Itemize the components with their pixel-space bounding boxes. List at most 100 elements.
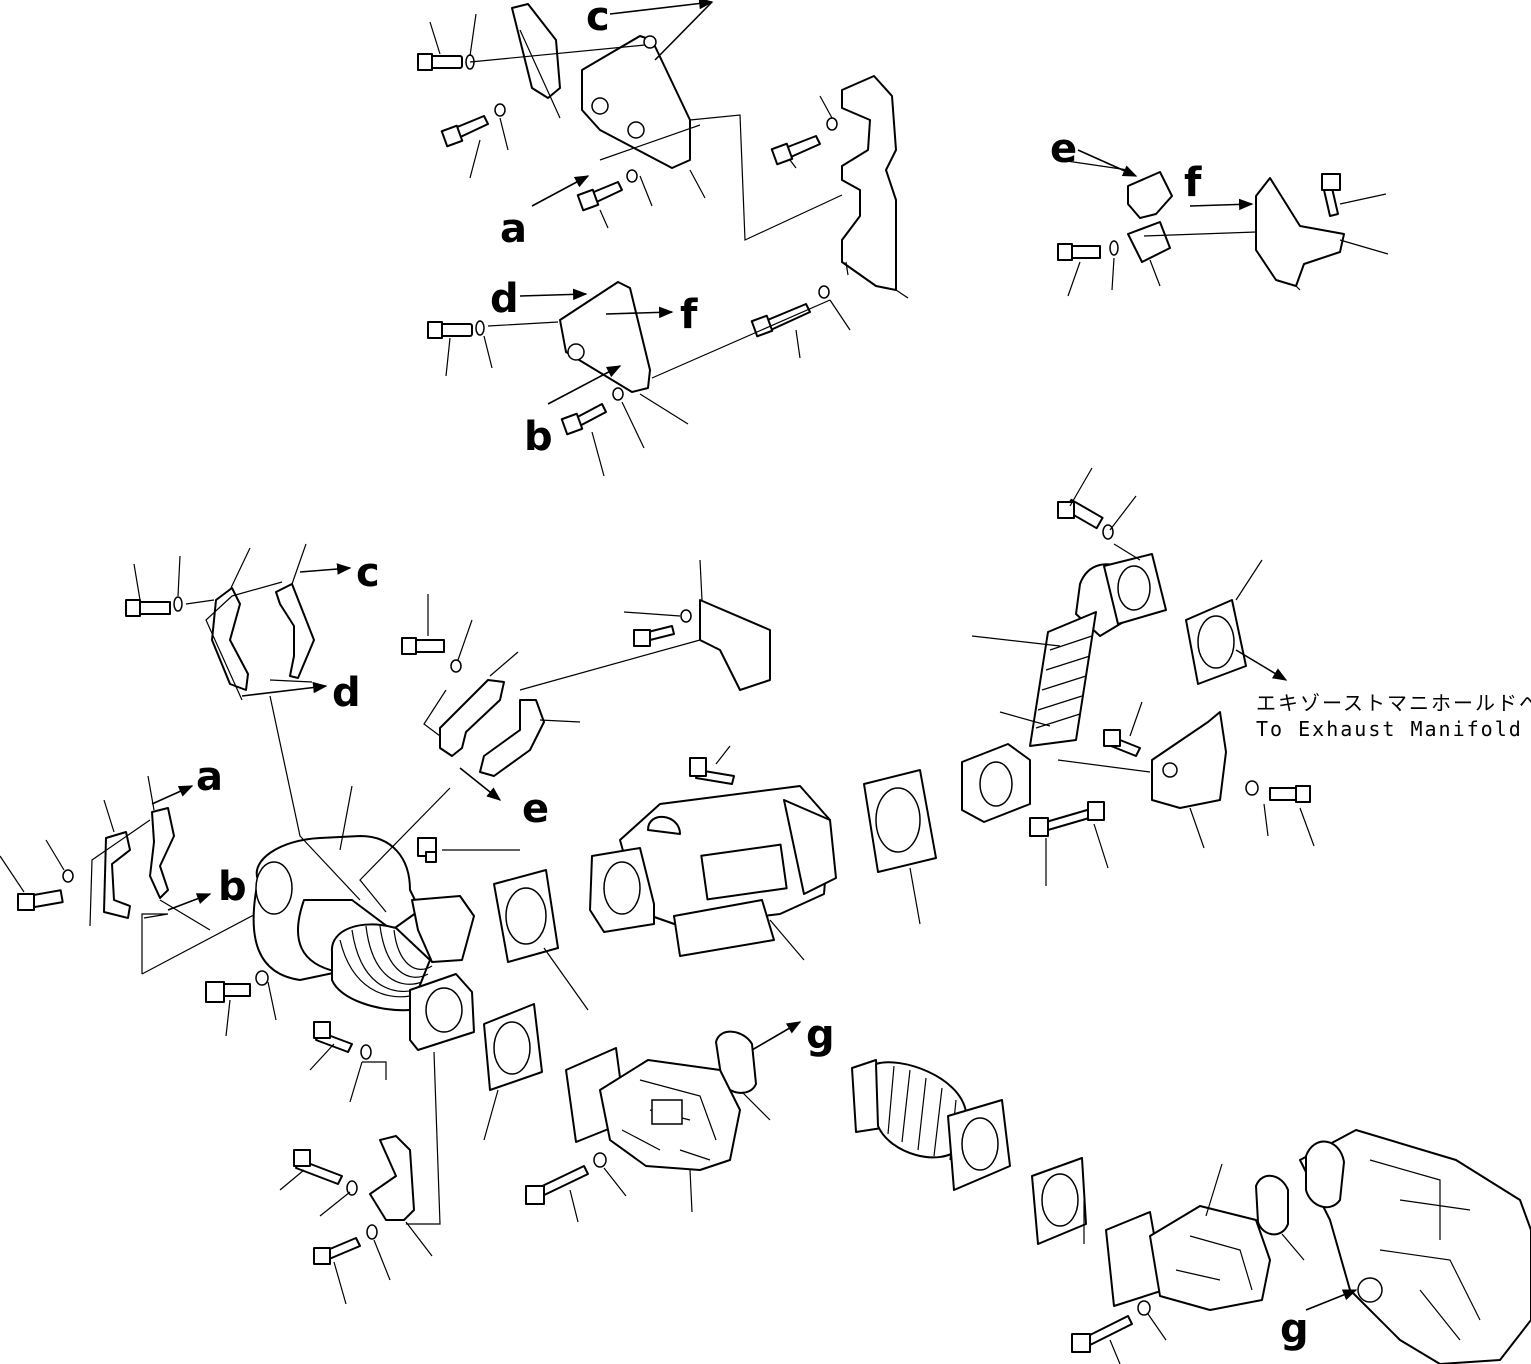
bolt [525,1165,589,1205]
pipe-bracket [1151,711,1227,809]
bent-pipe [252,835,421,981]
pipe-flange [411,895,475,963]
cooler-mount [673,899,775,957]
main-bracket-plate [581,35,691,169]
clamp-half [275,583,315,679]
egr-valve-center [525,1047,741,1223]
reference-arrow-a [151,785,194,805]
egr-valve-right [1071,1163,1271,1364]
reference-arrow-f [605,306,674,319]
washer [62,869,74,883]
bracket-boss [1162,762,1178,778]
bolt [1071,1315,1133,1353]
clamp-half [211,587,249,691]
washer [612,387,624,401]
clamp-assembly-lower [0,775,321,975]
bolt [401,637,445,655]
reference-arrow-e [1077,149,1138,177]
washer [1245,780,1259,796]
clamp-half [479,699,545,777]
reference-arrow-b [167,893,212,911]
gasket-opening [1197,615,1235,669]
intake-housing [1299,1129,1531,1364]
bolt [1057,498,1104,530]
bracket-boss [567,343,585,361]
gasket-opening [505,887,547,945]
cooler-fins [700,843,788,901]
pipe-opening [255,861,293,915]
washer [1137,1300,1151,1316]
small-bracket-plate [511,3,561,99]
bolt [313,1237,361,1265]
valve-body [1149,1205,1271,1311]
washer [475,320,485,336]
washer [173,596,183,612]
bolt [1057,243,1101,261]
bolt [427,321,473,339]
clamp-half [439,679,505,757]
bracket-boss [627,121,645,139]
washer [818,285,830,299]
washer [826,117,838,131]
clamp-half [103,831,131,919]
label-f: f [1184,160,1202,206]
washer [360,1044,372,1060]
reference-arrow-b [547,365,622,405]
bolt [1103,729,1141,757]
reference-arrow-d [519,288,588,301]
washer [450,659,462,673]
bolt [417,837,437,863]
bolt [750,303,811,338]
housing-port [1357,1277,1383,1303]
note-en: To Exhaust Manifold [1256,717,1523,741]
bolt [125,599,171,617]
egr-pipe-assembly [205,695,520,1305]
bolt [1045,801,1105,831]
label-d: d [490,276,519,322]
flange-opening [1117,565,1151,611]
lower-bracket-plate [559,281,651,393]
label-g: g [1280,1306,1309,1352]
bellows [1029,611,1097,747]
housing-opening [1305,1140,1345,1209]
bolt [560,403,607,436]
bolt [1321,173,1341,217]
bolt [293,1149,343,1185]
washer [255,970,269,986]
nut [1029,817,1049,837]
clamp-assembly-upper [125,543,352,701]
upper-right-bracket-assembly [1057,149,1389,297]
label-e: e [522,786,549,832]
support-bracket [1255,177,1345,287]
washer [680,609,692,623]
label-c: c [356,550,380,596]
bolt [440,115,489,148]
washer [346,1180,358,1196]
label-b: b [218,864,247,910]
gasket-oval [1255,1175,1289,1236]
reference-arrow-c [609,0,714,15]
clamp-assembly-middle [401,559,771,801]
manifold-arrow [1235,649,1288,681]
reference-arrow-c [299,563,352,575]
cooler-opening [603,861,641,915]
washer [593,1152,607,1168]
gasket-opening [1041,1173,1079,1227]
washer [1109,240,1119,256]
label-c: c [586,0,610,40]
reference-arrow-f [1189,198,1254,211]
egr-cooler [589,745,837,961]
mounting-bracket [699,599,771,691]
bolt [417,53,463,71]
clamp-half [149,807,175,899]
bolt [1269,785,1311,803]
reference-arrow-g [751,1021,802,1051]
gasket-opening [493,1021,531,1075]
flange-opening [425,987,463,1033]
gaskets [483,559,1305,1261]
bellows-pipe [330,923,431,1012]
bolt [633,625,675,647]
upper-bracket-assembly [417,0,909,477]
note-jp: エキゾーストマニホールドへ [1256,691,1531,715]
